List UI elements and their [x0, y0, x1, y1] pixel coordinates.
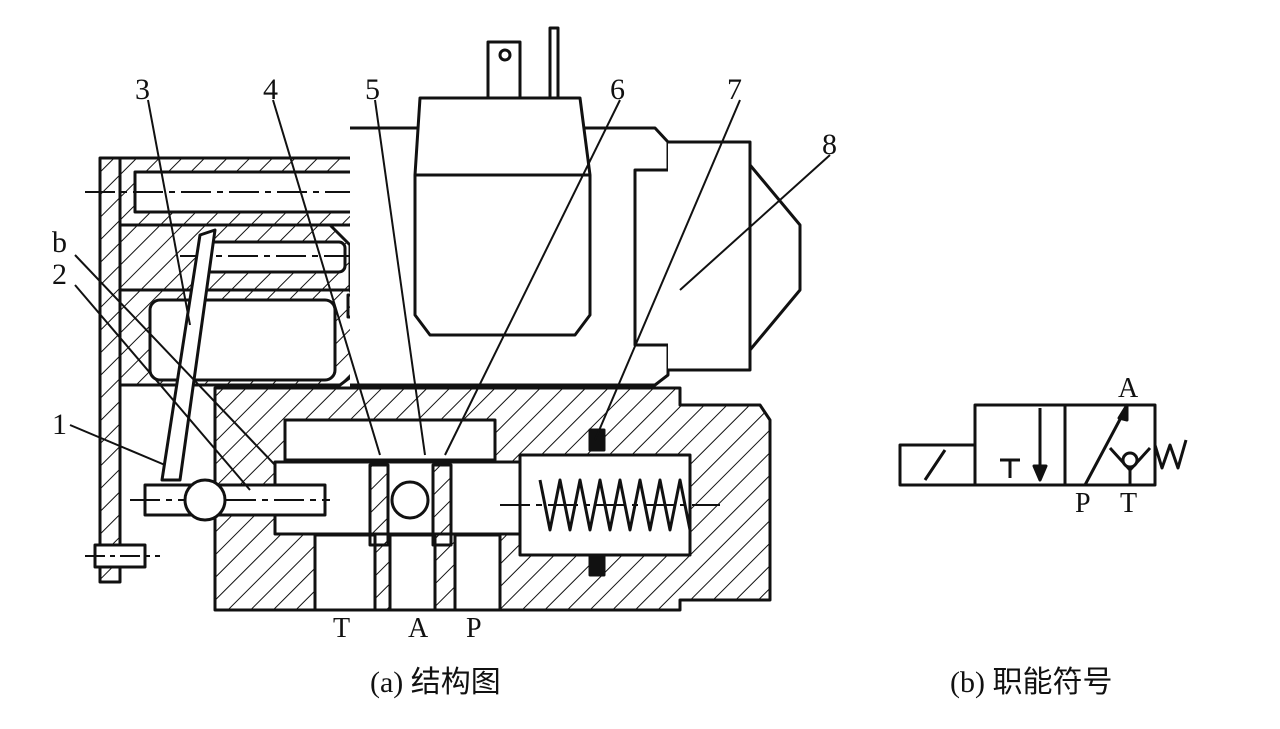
middle-rod [118, 223, 400, 319]
symbol-port-p: P [1075, 488, 1091, 519]
lever-3 [160, 228, 217, 482]
label-4: 4 [263, 73, 278, 106]
bottom-screw [85, 543, 160, 569]
spring [500, 478, 720, 532]
solenoid-housing [350, 26, 670, 387]
symbol-b [898, 403, 1188, 487]
left-armature [118, 288, 362, 387]
label-5: 5 [365, 73, 380, 106]
leader-lines [69, 99, 831, 491]
caption-b: (b) 职能符号 [950, 666, 1113, 699]
pushrod [130, 478, 430, 522]
symbol-port-t: T [1120, 488, 1138, 519]
right-cover [668, 140, 802, 372]
label-8: 8 [822, 128, 837, 161]
label-7: 7 [727, 73, 742, 106]
label-b: b [52, 226, 67, 259]
symbol-port-a: A [1118, 373, 1139, 404]
label-2: 2 [52, 258, 67, 291]
port-a: A [408, 613, 429, 644]
caption-a: (a) 结构图 [370, 666, 501, 699]
label-1: 1 [52, 408, 67, 441]
label-3: 3 [135, 73, 150, 106]
port-t: T [333, 613, 351, 644]
label-6: 6 [610, 73, 625, 106]
port-p: P [466, 613, 482, 644]
